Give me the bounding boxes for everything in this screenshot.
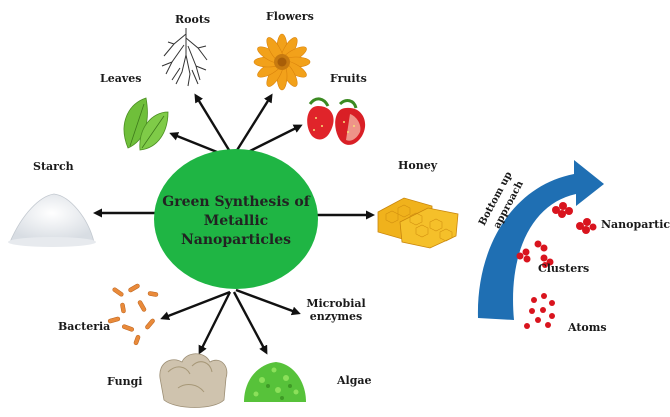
flowers-label: Flowers: [266, 10, 314, 23]
fruits-label: Fruits: [330, 72, 367, 85]
algae-image: [244, 362, 306, 402]
atoms-label: Atoms: [567, 321, 607, 334]
fungi-image: [160, 354, 227, 408]
bacteria-image: [108, 283, 159, 345]
leaves-label: Leaves: [100, 72, 141, 85]
honey-image: [378, 198, 458, 248]
roots-label: Roots: [175, 13, 210, 26]
center-title-line3: Nanoparticles: [181, 232, 291, 248]
clusters-label: Clusters: [538, 262, 589, 275]
fungi-label: Fungi: [107, 375, 142, 388]
atoms-dots: [524, 293, 555, 329]
microbial-enzymes-label-line2: enzymes: [310, 310, 362, 323]
roots-image: [162, 28, 207, 86]
fruits-image: [307, 99, 365, 145]
nanoparticles-dots: [552, 202, 597, 234]
center-title-line1: Green Synthesis of: [162, 194, 310, 210]
nanoparticles-label: Nanoparticles: [601, 218, 670, 231]
arrow-to-microbial-enzymes: [236, 290, 298, 313]
flower-image: [254, 34, 310, 90]
starch-image: [8, 194, 96, 247]
bacteria-label: Bacteria: [58, 320, 110, 333]
starch-label: Starch: [33, 160, 74, 173]
center-title-line2: Metallic: [204, 213, 268, 229]
arrow-to-algae: [234, 292, 266, 352]
arrow-to-flowers: [234, 96, 271, 155]
honey-label: Honey: [398, 159, 438, 172]
leaves-image: [124, 98, 168, 150]
microbial-enzymes-label-line1: Microbial: [306, 297, 365, 310]
algae-label: Algae: [336, 374, 372, 387]
